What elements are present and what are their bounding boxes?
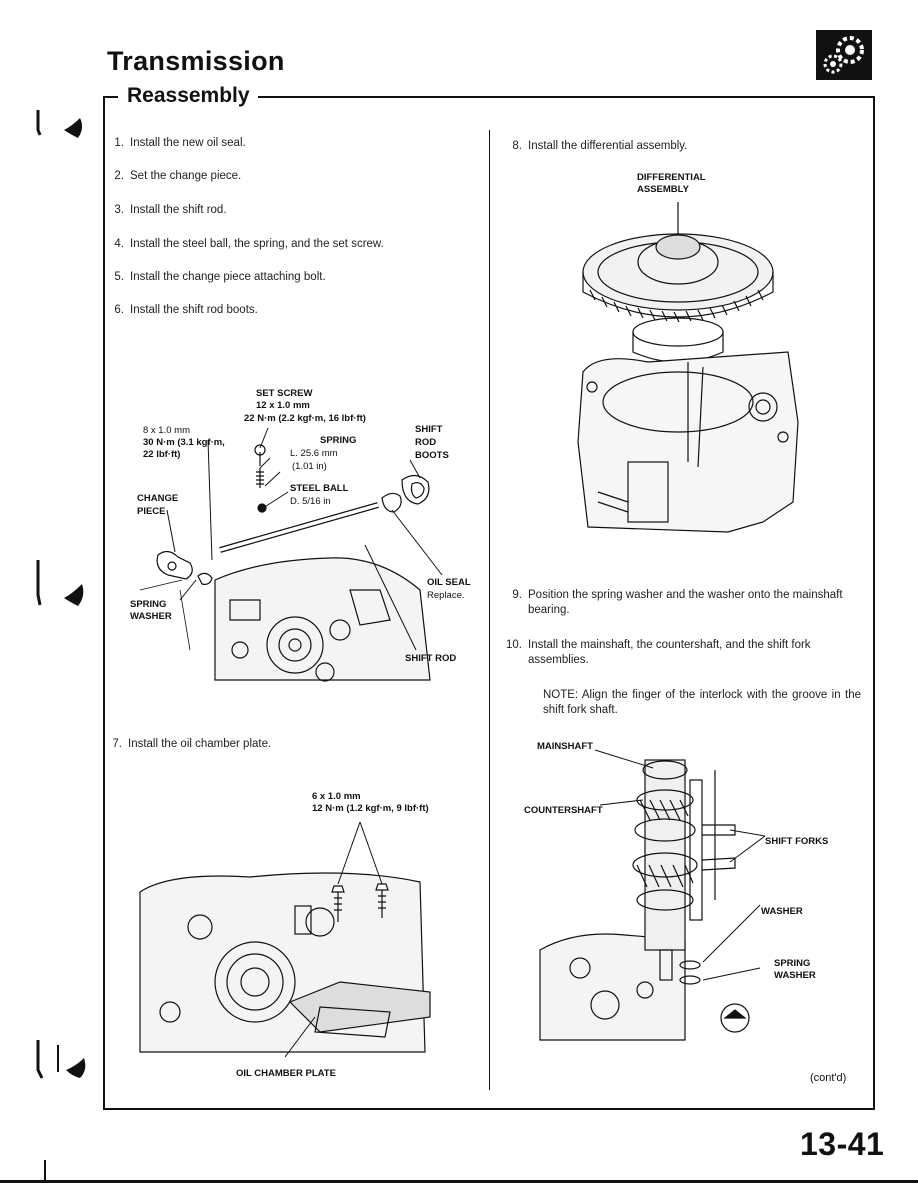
label-spring-washer: SPRING bbox=[130, 599, 167, 610]
step-number: 7. bbox=[112, 738, 122, 750]
step-item: 10. Install the mainshaft, the countersh… bbox=[500, 638, 860, 670]
step-text: Install the shift rod boots. bbox=[130, 304, 258, 316]
label-steel-ball-diameter: D. 5/16 in bbox=[290, 496, 331, 507]
oil-chamber-plate-illustration bbox=[139, 821, 431, 1058]
label-countershaft: COUNTERSHAFT bbox=[524, 805, 603, 816]
step-text: Install the change piece attaching bolt. bbox=[130, 271, 326, 283]
label-shift-forks: SHIFT FORKS bbox=[765, 836, 829, 847]
step-item: 7. Install the oil chamber plate. bbox=[100, 737, 480, 753]
label-shift-rod-boots: SHIFT bbox=[415, 424, 443, 435]
step-number: 1. bbox=[114, 137, 124, 149]
frame-bottom-rule bbox=[103, 1108, 875, 1110]
label-shift-rod-boots: ROD bbox=[415, 437, 437, 448]
step-text: Install the oil chamber plate. bbox=[128, 738, 272, 750]
label-steel-ball: STEEL BALL bbox=[290, 483, 349, 494]
section-heading: Reassembly bbox=[127, 84, 250, 107]
label-shift-rod-boots: BOOTS bbox=[415, 450, 449, 461]
label-oil-seal-note: Replace. bbox=[427, 590, 465, 601]
column-divider bbox=[489, 130, 490, 1090]
continued-note: (cont'd) bbox=[810, 1072, 847, 1084]
label-spring-length: L. 25.6 mm bbox=[290, 448, 338, 459]
label-bolt-size: 6 x 1.0 mm bbox=[312, 791, 361, 802]
step-text: Install the steel ball, the spring, and … bbox=[130, 238, 384, 250]
label-differential-assembly: ASSEMBLY bbox=[637, 184, 689, 195]
shift-rod-illustration bbox=[139, 427, 443, 682]
bottom-rule bbox=[0, 1180, 918, 1183]
step-number: 9. bbox=[512, 589, 522, 601]
step-item: 4. Install the steel ball, the spring, a… bbox=[102, 237, 482, 253]
label-spring: SPRING bbox=[320, 435, 357, 446]
label-spring-washer: SPRING bbox=[774, 958, 811, 969]
step-item: 1. Install the new oil seal. bbox=[102, 136, 482, 152]
step-item: 3. Install the shift rod. bbox=[102, 203, 482, 219]
transmission-gears-icon bbox=[816, 30, 872, 80]
label-differential-assembly: DIFFERENTIAL bbox=[637, 172, 706, 183]
label-change-piece: CHANGE bbox=[137, 493, 179, 504]
label-mainshaft: MAINSHAFT bbox=[537, 741, 593, 752]
frame-top-rule bbox=[103, 96, 875, 98]
label-spring-washer: WASHER bbox=[774, 970, 816, 981]
step-item: 6. Install the shift rod boots. bbox=[102, 303, 482, 319]
step-number: 4. bbox=[114, 238, 124, 250]
step-number: 5. bbox=[114, 271, 124, 283]
step-number: 6. bbox=[114, 304, 124, 316]
step-item: 9. Position the spring washer and the wa… bbox=[500, 588, 860, 620]
step-text: Set the change piece. bbox=[130, 170, 242, 182]
page-number: 13-41 bbox=[800, 1126, 885, 1162]
label-washer: WASHER bbox=[761, 906, 803, 917]
label-change-piece: PIECE bbox=[137, 506, 166, 517]
step-text: Position the spring washer and the washe… bbox=[528, 589, 843, 616]
label-oil-chamber-plate: OIL CHAMBER PLATE bbox=[236, 1068, 336, 1079]
shaft-assembly-illustration bbox=[539, 749, 766, 1041]
step-number: 8. bbox=[512, 140, 522, 152]
label-set-screw-size: 12 x 1.0 mm bbox=[256, 400, 310, 411]
label-oil-seal: OIL SEAL bbox=[427, 577, 471, 588]
label-spring-length-in: (1.01 in) bbox=[292, 461, 327, 472]
margin-marks bbox=[36, 110, 86, 1180]
step-text: Install the new oil seal. bbox=[130, 137, 246, 149]
step-item: 2. Set the change piece. bbox=[102, 169, 482, 185]
label-bolt-torque-cont: 22 lbf·ft) bbox=[143, 449, 181, 460]
step-item: 8. Install the differential assembly. bbox=[500, 139, 860, 155]
frame-right-rule bbox=[873, 96, 875, 1110]
label-shift-rod: SHIFT ROD bbox=[405, 653, 457, 664]
step-text: Install the shift rod. bbox=[130, 204, 227, 216]
label-bolt-torque: 12 N·m (1.2 kgf·m, 9 lbf·ft) bbox=[312, 803, 429, 814]
label-bolt-size: 8 x 1.0 mm bbox=[143, 425, 190, 436]
step-text: Install the differential assembly. bbox=[528, 140, 688, 152]
label-set-screw-torque: 22 N·m (2.2 kgf·m, 16 lbf·ft) bbox=[244, 413, 366, 424]
step-number: 10. bbox=[506, 639, 522, 651]
differential-assembly-illustration bbox=[577, 202, 799, 533]
step-text: Install the mainshaft, the countershaft,… bbox=[528, 639, 811, 666]
label-set-screw: SET SCREW bbox=[256, 388, 313, 399]
note-text: NOTE: Align the finger of the interlock … bbox=[543, 689, 861, 716]
frame-left-rule bbox=[103, 96, 105, 1110]
step-number: 2. bbox=[114, 170, 124, 182]
step-number: 3. bbox=[114, 204, 124, 216]
label-bolt-torque: 30 N·m (3.1 kgf·m, bbox=[143, 437, 225, 448]
page-title: Transmission bbox=[107, 46, 285, 76]
step-item: 5. Install the change piece attaching bo… bbox=[102, 270, 482, 286]
label-spring-washer: WASHER bbox=[130, 611, 172, 622]
